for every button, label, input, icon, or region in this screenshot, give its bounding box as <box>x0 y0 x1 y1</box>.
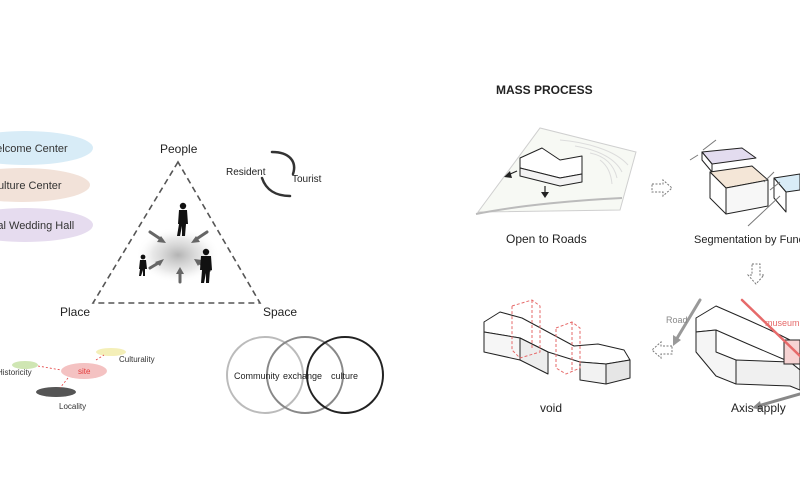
museum-axis-label: museum <box>765 318 800 328</box>
step-open-to-roads: Open to Roads <box>475 127 637 246</box>
community-label: Community <box>234 371 280 381</box>
culture-label: culture <box>331 371 358 381</box>
step-void: void <box>483 299 631 415</box>
mass-process-title: MASS PROCESS <box>496 83 593 97</box>
locality-label: Locality <box>59 402 86 411</box>
museum-axis-arrow <box>740 298 800 358</box>
program-bubbles: Welcome Center Culture Center Traditiona… <box>0 131 93 242</box>
void-cut-outlines <box>511 299 581 375</box>
step-segmentation: Segmentation by Function <box>689 139 800 246</box>
wedding-hall-bubble <box>0 208 93 242</box>
site-label: site <box>78 367 91 376</box>
venn-diagram: Community exchange culture <box>226 336 384 414</box>
historicity-bubble <box>12 361 38 369</box>
process-arrow-left <box>651 340 673 360</box>
place-label: Place <box>60 305 90 319</box>
segment-dividers <box>689 139 781 227</box>
bottom-axis-arrowhead <box>752 401 762 410</box>
step-void-label: void <box>540 401 562 415</box>
triangle-diagram: People Place Space <box>60 142 297 319</box>
welcome-center-bubble <box>0 131 93 165</box>
inward-arrows <box>148 230 212 284</box>
person-silhouette-top <box>177 202 188 236</box>
welcome-center-label: Welcome Center <box>0 143 68 155</box>
process-arrow-right <box>651 178 673 198</box>
segment-beige <box>709 165 769 215</box>
step-axis-apply: Road museum Axis apply <box>666 298 800 415</box>
mass-process-panel: MASS PROCESS Open to Roads <box>475 83 800 415</box>
culture-center-bubble <box>0 168 90 202</box>
road-edge <box>475 197 623 215</box>
mass-block-1 <box>519 147 583 187</box>
void-mass <box>483 311 631 385</box>
bottom-axis-arrow <box>756 392 800 408</box>
space-label: Space <box>263 305 297 319</box>
road-axis-arrow <box>674 298 702 342</box>
triangle-outline <box>91 160 262 304</box>
terrain-contours <box>559 139 629 185</box>
axis-mass <box>695 305 800 391</box>
historicity-label: Historicity <box>0 368 32 377</box>
community-circle <box>226 336 304 414</box>
segment-blue <box>773 173 800 213</box>
culturality-label: Culturality <box>119 355 155 364</box>
process-arrow-down <box>746 263 766 285</box>
step-segmentation-label: Segmentation by Function <box>694 234 800 246</box>
site-links <box>37 354 105 389</box>
road-axis-label: Road <box>666 315 688 325</box>
wedding-hall-label: Traditional Wedding Hall <box>0 220 74 232</box>
culture-center-label: Culture Center <box>0 180 62 192</box>
exchange-arc-top <box>270 150 296 176</box>
user-exchange: Resident Tourist <box>226 150 322 198</box>
culture-circle <box>306 336 384 414</box>
site-diagram: Historicity Culturality site Locality <box>0 348 155 411</box>
culturality-bubble <box>96 348 126 356</box>
person-silhouette-right <box>200 248 212 283</box>
exchange-label: exchange <box>283 371 322 381</box>
road-axis-arrowhead <box>673 335 681 346</box>
exchange-arc-bottom <box>260 176 292 198</box>
segment-purple <box>701 147 757 173</box>
resident-label: Resident <box>226 167 266 178</box>
step-open-to-roads-label: Open to Roads <box>506 232 587 246</box>
tourist-label: Tourist <box>292 174 322 185</box>
people-label: People <box>160 142 198 156</box>
exchange-circle <box>266 336 344 414</box>
person-silhouette-left <box>139 254 147 276</box>
locality-bubble <box>36 387 76 397</box>
step-axis-apply-label: Axis apply <box>731 401 786 415</box>
site-bubble <box>61 363 107 379</box>
road-arrows <box>504 170 549 198</box>
